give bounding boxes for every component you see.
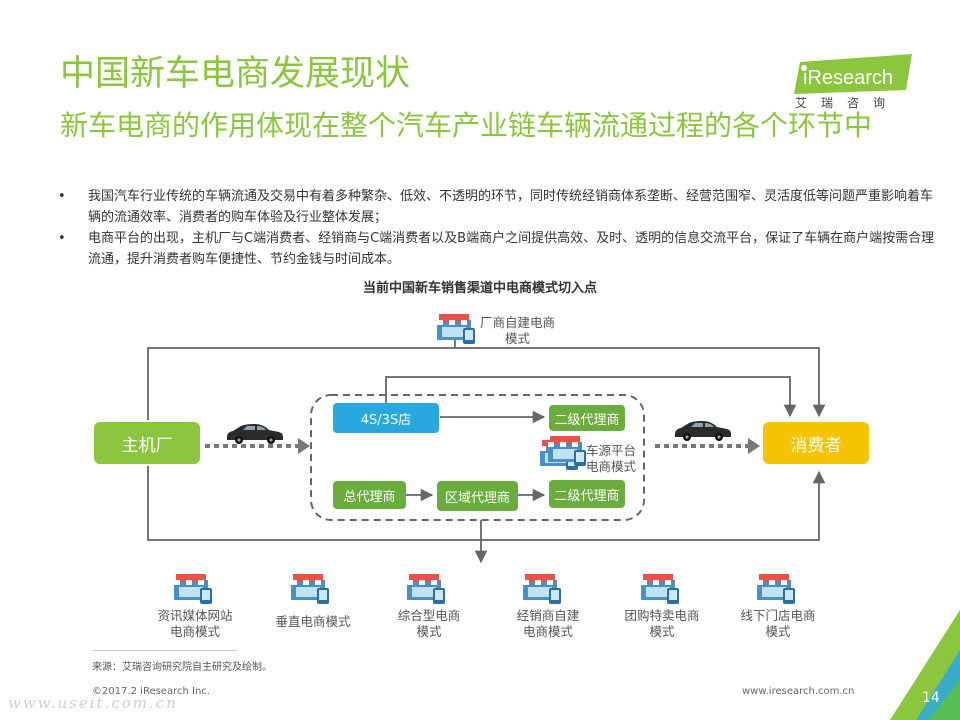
footer-divider [92, 650, 237, 651]
label-car-source: 车源平台 电商模式 [586, 443, 637, 474]
website-link[interactable]: www.iresearch.com.cn [742, 686, 855, 697]
watermark: www.useit.com.cn [8, 694, 178, 712]
bullet-text: 电商平台的出现，主机厂与C端消费者、经销商与C端消费者以及B端商户之间提供高效、… [88, 231, 935, 267]
node-second-dealer-bottom: 二级代理商 [549, 480, 625, 508]
copyright: ©2017.2 iResearch Inc. [92, 686, 210, 697]
svg-text:iResearch: iResearch [803, 67, 893, 89]
bullet-item: • 我国汽车行业传统的车辆流通及交易中有着多种繁杂、低效、不透明的环节，同时传统经… [58, 186, 938, 228]
bullet-marker: • [58, 231, 66, 246]
car-icon [675, 421, 731, 441]
label-vertical-model: 垂直电商模式 [275, 614, 351, 629]
corner-decoration [890, 610, 960, 720]
car-icon [227, 424, 283, 444]
bullet-list: • 我国汽车行业传统的车辆流通及交易中有着多种繁杂、低效、不透明的环节，同时传统经… [58, 186, 938, 270]
flow-arrow-head-right [748, 438, 760, 454]
label-comprehensive-model: 综合型电商 模式 [397, 608, 461, 639]
bullet-marker: • [58, 189, 66, 204]
page-title: 中国新车电商发展现状 [60, 54, 411, 94]
vertical-shop-icon [291, 574, 329, 604]
iresearch-logo: iResearch [794, 54, 912, 94]
bullet-item: • 电商平台的出现，主机厂与C端消费者、经销商与C端消费者以及B端商户之间提供高效… [58, 228, 938, 270]
node-oem: 主机厂 [94, 422, 200, 464]
label-media-model: 资讯媒体网站 电商模式 [157, 608, 233, 639]
node-regional-agent: 区域代理商 [437, 481, 518, 511]
oem-shop-icon [437, 314, 475, 344]
car-source-shop-icon-2 [548, 436, 586, 466]
logo-subtitle: 艾瑞咨询 [795, 96, 900, 110]
label-oem-direct: 厂商自建电商 模式 [480, 315, 556, 346]
node-second-dealer-top: 二级代理商 [549, 405, 625, 431]
connector-lines [147, 338, 826, 564]
diagram-title: 当前中国新车销售渠道中电商模式切入点 [362, 281, 597, 296]
dealer-region [310, 394, 645, 521]
comprehensive-shop-icon [407, 574, 445, 604]
page-subtitle: 新车电商的作用体现在整个汽车产业链车辆流通过程的各个环节中 [60, 109, 873, 142]
node-consumer: 消费者 [763, 422, 869, 464]
group-buy-shop-icon [641, 574, 679, 604]
node-4s-store: 4S/3S店 [333, 403, 439, 433]
page-number: 14 [922, 690, 940, 706]
label-group-buy-model: 团购特卖电商 模式 [624, 608, 700, 639]
node-general-agent: 总代理商 [333, 481, 406, 509]
source-note: 来源：艾瑞咨询研究院自主研究及绘制。 [92, 662, 272, 673]
bullet-text: 我国汽车行业传统的车辆流通及交易中有着多种繁杂、低效、不透明的环节，同时传统经销… [88, 189, 934, 225]
label-offline-store-model: 线下门店电商 模式 [740, 608, 816, 639]
dealer-shop-icon [523, 574, 561, 604]
media-shop-icon [174, 574, 212, 604]
offline-store-shop-icon [757, 574, 795, 604]
flow-arrow-head-left [298, 438, 310, 454]
label-dealer-model: 经销商自建 电商模式 [516, 608, 580, 639]
